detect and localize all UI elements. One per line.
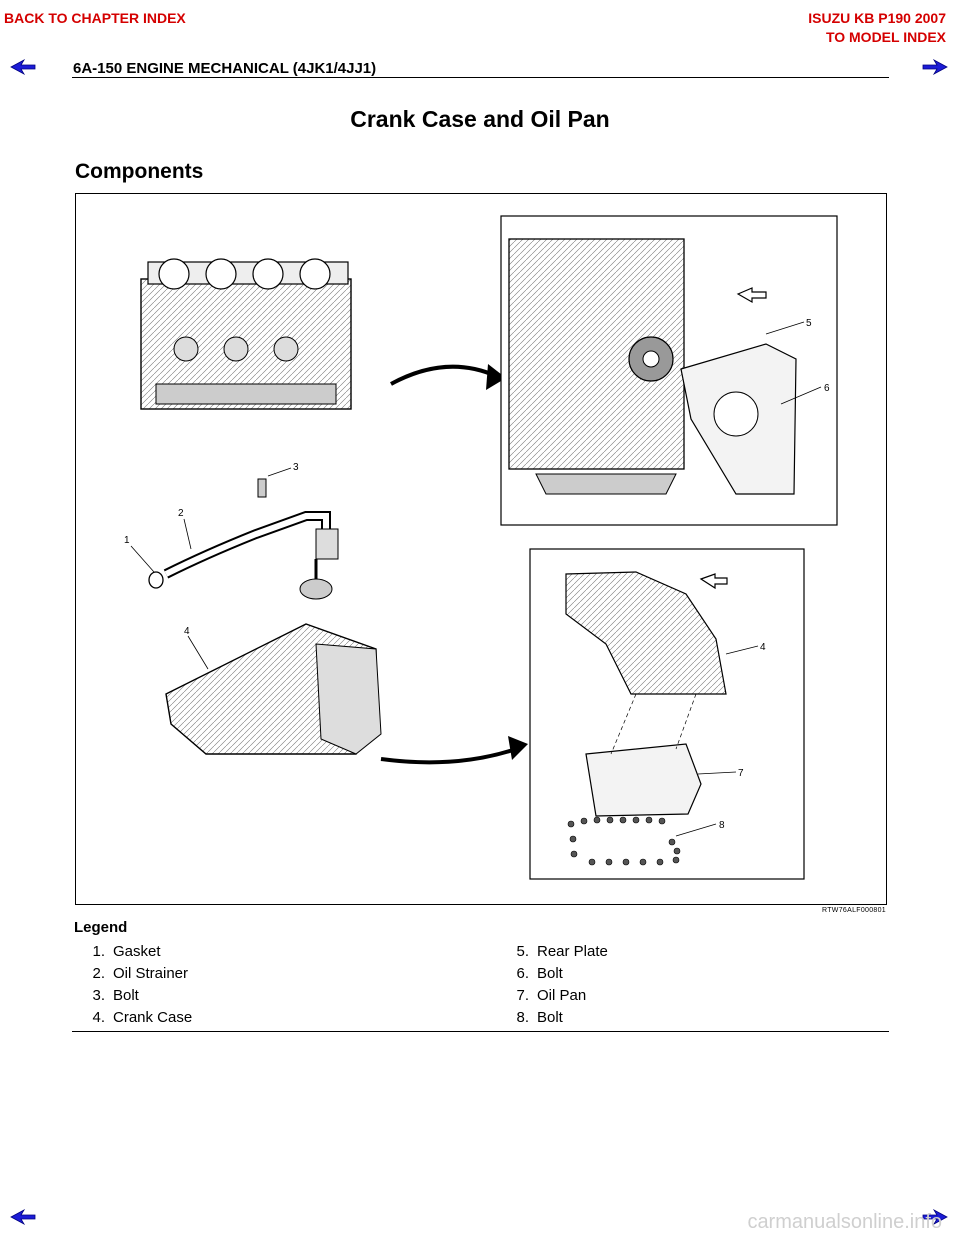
strainer-bolt-drawing	[257, 478, 267, 498]
legend-item: 1.Gasket	[92, 943, 161, 960]
section-title: Components	[75, 160, 204, 183]
callout-7: 7	[738, 768, 744, 779]
next-page-arrow-icon-bottom[interactable]	[922, 1209, 948, 1225]
legend-item: 4.Crank Case	[92, 1009, 193, 1026]
legend-item: 7.Oil Pan	[516, 987, 587, 1004]
engine-rear-drawing	[508, 238, 685, 495]
figure-id: RTW76ALF000801	[822, 907, 886, 914]
oil-strainer-drawing	[163, 511, 339, 600]
front-direction-arrow-icon	[736, 287, 767, 304]
footer-rule	[72, 1031, 889, 1032]
callout-4-left: 4	[184, 626, 190, 637]
page-title: Crank Case and Oil Pan	[350, 106, 610, 132]
oil-pan-bolts-drawing	[567, 816, 681, 866]
crank-case-drawing	[165, 623, 382, 755]
next-page-arrow-icon[interactable]	[922, 59, 948, 75]
callout-6: 6	[824, 383, 830, 394]
front-direction-arrow-icon-2	[699, 573, 728, 590]
to-model-index-link[interactable]: TO MODEL INDEX	[825, 29, 946, 45]
cylinder-block-drawing	[140, 258, 352, 410]
legend-item: 8.Bolt	[516, 1009, 563, 1026]
exploded-view-illustration: 5 6 1 2 3 4 4	[124, 215, 838, 880]
legend-item: 5.Rear Plate	[516, 943, 608, 960]
watermark: carmanualsonline.info	[747, 1211, 942, 1233]
header-rule	[72, 77, 889, 78]
callout-3: 3	[293, 462, 299, 473]
legend-title: Legend	[74, 919, 128, 936]
previous-page-arrow-icon[interactable]	[10, 59, 36, 75]
oil-pan-drawing	[585, 743, 702, 817]
legend-item: 2.Oil Strainer	[92, 965, 189, 982]
previous-page-arrow-icon-bottom[interactable]	[10, 1209, 36, 1225]
model-title-link[interactable]: ISUZU KB P190 2007	[808, 10, 946, 26]
callout-5: 5	[806, 318, 812, 329]
callout-4-right: 4	[760, 642, 766, 653]
gasket-drawing	[148, 571, 164, 589]
legend-item: 3.Bolt	[92, 987, 139, 1004]
back-to-chapter-index-link[interactable]: BACK TO CHAPTER INDEX	[4, 10, 186, 26]
page-header: 6A-150 ENGINE MECHANICAL (4JK1/4JJ1)	[73, 60, 377, 77]
components-figure: 5 6 1 2 3 4 4	[75, 193, 887, 905]
callout-1: 1	[124, 535, 130, 546]
legend-item: 6.Bolt	[516, 965, 563, 982]
callout-2: 2	[178, 508, 184, 519]
callout-8: 8	[719, 820, 725, 831]
